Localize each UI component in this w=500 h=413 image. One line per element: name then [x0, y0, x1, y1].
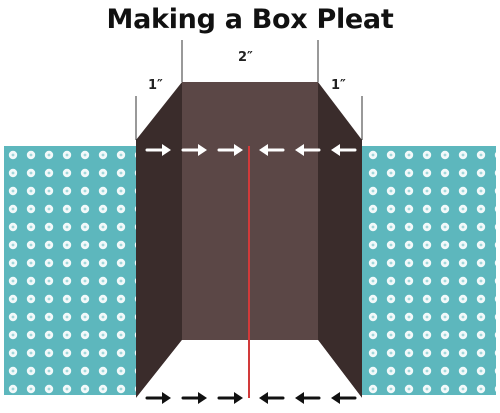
arrow-left-icon	[331, 392, 357, 404]
arrow-left-icon	[259, 144, 285, 156]
arrow-left-icon	[295, 392, 321, 404]
arrow-right-icon	[145, 392, 171, 404]
arrow-right-icon	[217, 144, 243, 156]
bottom-arrow-row	[145, 392, 357, 404]
pleat-left-fold	[136, 82, 182, 398]
arrow-left-icon	[295, 144, 321, 156]
fabric-left	[4, 146, 140, 395]
arrow-left-icon	[331, 144, 357, 156]
diagram-title: Making a Box Pleat	[106, 4, 394, 35]
dimension-label-center: 2″	[238, 50, 253, 65]
arrow-left-icon	[259, 392, 285, 404]
dimension-label-right: 1″	[331, 78, 346, 93]
arrow-right-icon	[145, 144, 171, 156]
arrow-right-icon	[181, 392, 207, 404]
fabric-right	[360, 146, 496, 395]
pleat-right-fold	[318, 82, 362, 398]
top-arrow-row	[145, 144, 357, 156]
arrow-right-icon	[217, 392, 243, 404]
arrow-right-icon	[181, 144, 207, 156]
dimension-label-left: 1″	[148, 78, 163, 93]
